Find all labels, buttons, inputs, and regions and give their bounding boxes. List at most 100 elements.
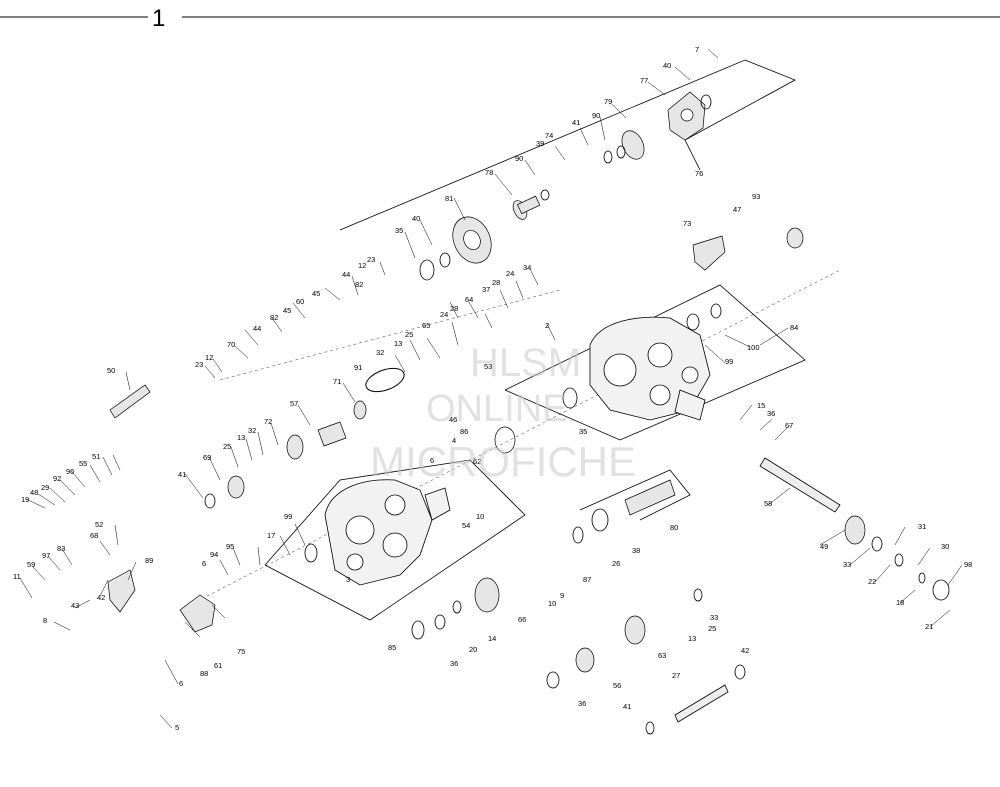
- callout-label: 18: [896, 598, 904, 607]
- cover-62: [494, 426, 516, 454]
- callout-label: 21: [925, 622, 933, 631]
- callout-label: 12: [205, 353, 213, 362]
- callout-label: 82: [355, 280, 363, 289]
- watermark-line-1: HLSM: [470, 341, 581, 385]
- callout-label: 13: [394, 339, 402, 348]
- callout-label: 42: [97, 593, 105, 602]
- callout-label: 88: [200, 669, 208, 678]
- bracket-73: [692, 235, 726, 271]
- clutch-49: [844, 515, 866, 545]
- callout-label: 100: [747, 343, 760, 352]
- callout-label: 74: [545, 131, 553, 140]
- gear-66: [474, 577, 500, 613]
- callout-label: 59: [27, 560, 35, 569]
- large-gear-81: [452, 216, 492, 264]
- callout-label: 10: [476, 512, 484, 521]
- sensor-93: [786, 227, 804, 249]
- callout-label: 15: [757, 401, 765, 410]
- callout-label: 44: [342, 270, 350, 279]
- callout-label: 5: [175, 723, 179, 732]
- callout-label: 73: [683, 219, 691, 228]
- callout-label: 13: [688, 634, 696, 643]
- callout-label: 64: [465, 295, 473, 304]
- bracket-89: [107, 569, 136, 613]
- callout-label: 9: [560, 591, 564, 600]
- callout-label: 6: [430, 456, 434, 465]
- callout-label: 67: [785, 421, 793, 430]
- cover-77: [667, 91, 706, 141]
- callout-label: 44: [253, 324, 261, 333]
- callout-label: 28: [450, 304, 458, 313]
- callout-label: 70: [227, 340, 235, 349]
- callout-label: 92: [53, 474, 61, 483]
- callout-label: 39: [536, 139, 544, 148]
- callout-label: 23: [367, 255, 375, 264]
- callout-label: 41: [572, 118, 580, 127]
- callout-label: 80: [670, 523, 678, 532]
- callout-label: 65: [422, 321, 430, 330]
- callout-label: 75: [237, 647, 245, 656]
- rear-housing-84: [589, 316, 711, 421]
- callout-label: 45: [312, 289, 320, 298]
- callout-labels: 7 40 77 79 90 41 74 39 90 78 76 81 40 35…: [13, 45, 972, 732]
- callout-label: 89: [145, 556, 153, 565]
- callout-label: 14: [488, 634, 496, 643]
- callout-label: 36: [578, 699, 586, 708]
- front-housing-85: [324, 479, 451, 586]
- callout-label: 42: [741, 646, 749, 655]
- callout-label: 43: [71, 601, 79, 610]
- callout-label: 79: [604, 97, 612, 106]
- callout-label: 38: [632, 546, 640, 555]
- callout-label: 81: [445, 194, 453, 203]
- callout-label: 90: [515, 154, 523, 163]
- callout-label: 99: [725, 357, 733, 366]
- callout-label: 35: [579, 427, 587, 436]
- callout-label: 86: [460, 427, 468, 436]
- gear-79: [621, 130, 645, 160]
- callout-label: 20: [469, 645, 477, 654]
- callout-label: 32: [248, 426, 256, 435]
- callout-label: 25: [223, 442, 231, 451]
- callout-label: 91: [354, 363, 362, 372]
- callout-label: 3: [346, 575, 350, 584]
- callout-label: 61: [214, 661, 222, 670]
- watermark: HLSM ONLINE MICROFICHE: [370, 341, 636, 485]
- callout-label: 87: [583, 575, 591, 584]
- shaft-78: [512, 195, 541, 220]
- callout-label: 66: [518, 615, 526, 624]
- callout-label: 85: [388, 643, 396, 652]
- watermark-line-3: MICROFICHE: [370, 438, 636, 485]
- bearing-72: [227, 400, 367, 499]
- callout-label: 17: [267, 531, 275, 540]
- callout-label: 95: [226, 542, 234, 551]
- callout-label: 13: [237, 433, 245, 442]
- callout-label: 8: [43, 616, 47, 625]
- gear-63: [624, 615, 646, 645]
- seals-lower: [204, 303, 950, 735]
- callout-label: 28: [492, 278, 500, 287]
- callout-label: 10: [548, 599, 556, 608]
- axis-line-2: [219, 289, 561, 381]
- callout-label: 50: [107, 366, 115, 375]
- callout-label: 22: [868, 577, 876, 586]
- callout-label: 30: [941, 542, 949, 551]
- shaft-27: [674, 684, 729, 723]
- callout-label: 54: [462, 521, 470, 530]
- callout-label: 78: [485, 168, 493, 177]
- callout-label: 40: [663, 61, 671, 70]
- callout-label: 27: [672, 671, 680, 680]
- gear-80: [624, 479, 676, 516]
- watermark-line-2: ONLINE: [426, 388, 567, 430]
- callout-label: 12: [358, 261, 366, 270]
- callout-label: 41: [623, 702, 631, 711]
- callout-label: 72: [264, 417, 272, 426]
- callout-label: 99: [284, 512, 292, 521]
- callout-label: 25: [708, 624, 716, 633]
- callout-label: 26: [612, 559, 620, 568]
- callout-label: 41: [178, 470, 186, 479]
- pump-75: [179, 594, 216, 633]
- callout-label: 33: [843, 560, 851, 569]
- callout-label: 46: [449, 415, 457, 424]
- callout-label: 32: [376, 348, 384, 357]
